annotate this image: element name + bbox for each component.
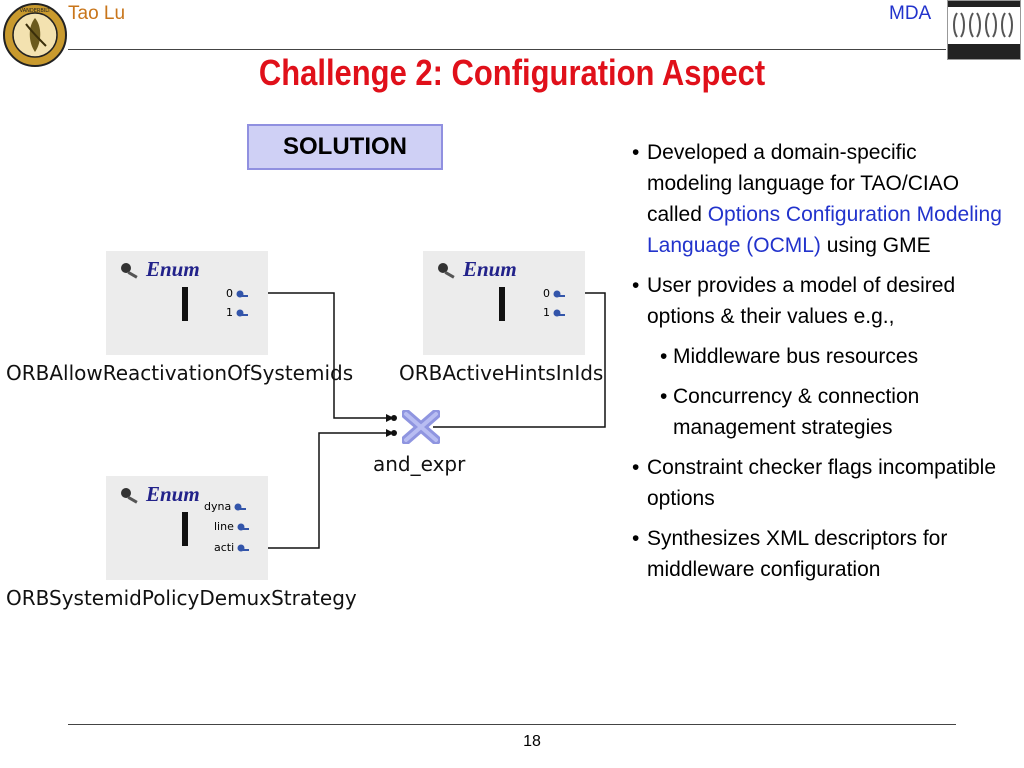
wire-active-hints-port0 [433, 292, 606, 428]
port-acti[interactable]: acti [214, 541, 250, 554]
isis-glyphs-icon [953, 12, 1013, 38]
ocml-highlight: Options Configuration Modeling Language … [647, 203, 1002, 257]
magnifier-icon [121, 262, 138, 279]
bullet-constraint-checker: Constraint checker flags incompatible op… [632, 452, 1004, 514]
isis-logo-bottom-strip [948, 44, 1020, 59]
bullet-user-model: User provides a model of desired options… [632, 270, 1004, 332]
course-label: MDA [889, 3, 932, 24]
enum-type-label: Enum [463, 257, 517, 281]
bullet-xml-descriptors: Synthesizes XML descriptors for middlewa… [632, 523, 1004, 585]
bullet-ocml: Developed a domain-specific modeling lan… [632, 137, 1004, 261]
svg-text:VANDERBILT: VANDERBILT [20, 8, 52, 14]
solution-box: SOLUTION [247, 124, 443, 170]
page-number: 18 [523, 733, 541, 750]
enum-node-demux-strategy[interactable]: Enum dyna line acti [106, 476, 268, 580]
subbullet-bus-resources: Middleware bus resources [632, 341, 1004, 372]
port-magnifier-icon [234, 503, 247, 510]
magnifier-icon [121, 487, 138, 504]
port-line[interactable]: line [214, 520, 250, 533]
node-name-demux-strategy: ORBSystemidPolicyDemuxStrategy [6, 586, 357, 610]
enum-type-label: Enum [146, 257, 200, 281]
footer-divider [68, 724, 956, 725]
port-magnifier-icon [236, 309, 248, 316]
enum-marker [499, 287, 505, 321]
node-name-active-hints: ORBActiveHintsInIds [399, 361, 604, 385]
and-expr-label: and_expr [373, 452, 466, 476]
port-magnifier-icon [237, 523, 249, 530]
subbullet-concurrency: Concurrency & connection management stra… [632, 381, 1004, 443]
isis-logo [947, 0, 1021, 60]
enum-node-active-hints[interactable]: Enum 0 1 [423, 251, 585, 355]
port-magnifier-icon [553, 309, 565, 316]
author-name: Tao Lu [68, 3, 126, 24]
and-expr-cross-icon[interactable] [402, 410, 440, 444]
port-magnifier-icon [237, 544, 250, 551]
port-magnifier-icon [236, 290, 248, 297]
vanderbilt-seal-logo: VANDERBILT [2, 2, 68, 68]
node-name-allow-reactivation: ORBAllowReactivationOfSystemids [6, 361, 354, 385]
port-1[interactable]: 1 [226, 306, 249, 319]
slide-title: Challenge 2: Configuration Aspect [258, 52, 766, 93]
wire-demux-acti [254, 432, 392, 549]
header-divider [68, 49, 946, 50]
port-0[interactable]: 0 [226, 287, 249, 300]
port-dyna[interactable]: dyna [204, 500, 247, 513]
magnifier-icon [438, 262, 455, 279]
isis-logo-top-strip [948, 1, 1020, 7]
enum-type-label: Enum [146, 482, 200, 506]
wire-allow-reactivation-port0 [254, 292, 392, 419]
port-magnifier-icon [553, 290, 565, 297]
port-1[interactable]: 1 [543, 306, 566, 319]
enum-marker [182, 287, 188, 321]
enum-marker [182, 512, 188, 546]
enum-node-allow-reactivation[interactable]: Enum 0 1 [106, 251, 268, 355]
bullet-list: Developed a domain-specific modeling lan… [632, 137, 1004, 594]
port-0[interactable]: 0 [543, 287, 566, 300]
